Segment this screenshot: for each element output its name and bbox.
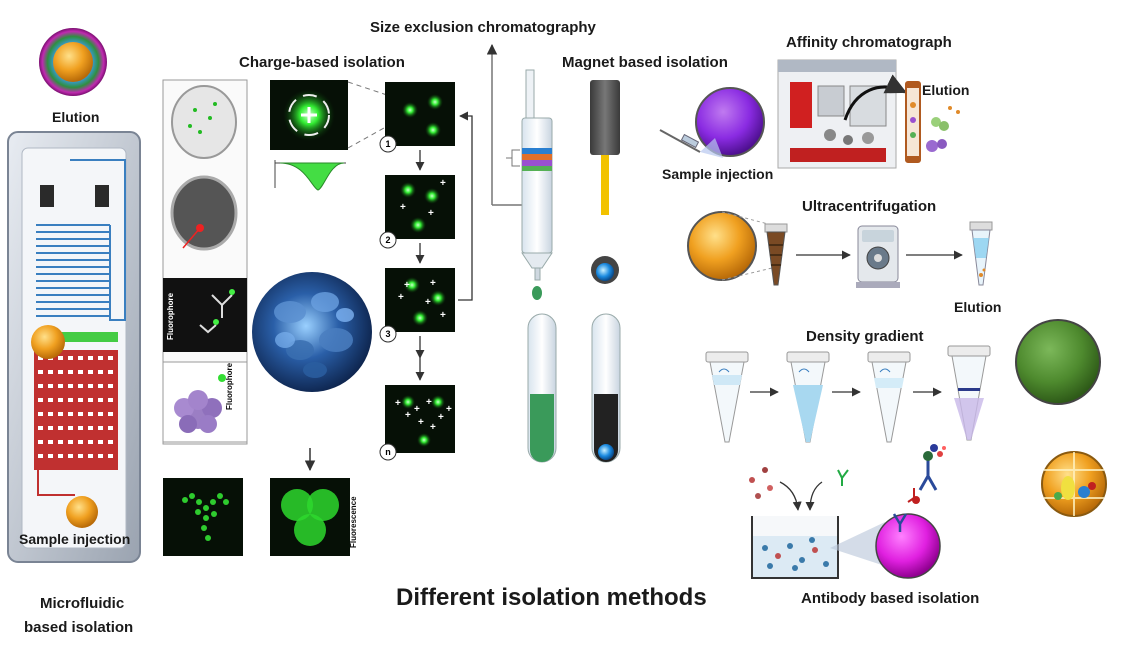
step-3-number: 3 bbox=[385, 329, 390, 339]
centrifuge-icon bbox=[856, 225, 900, 288]
svg-text:+: + bbox=[398, 292, 404, 303]
microfluidic-green-channel bbox=[60, 332, 118, 342]
antibody-beaker bbox=[751, 516, 839, 579]
svg-text:+: + bbox=[430, 278, 436, 289]
page-title: Different isolation methods bbox=[396, 584, 707, 611]
antibody-beads-falling bbox=[749, 467, 849, 511]
density-gradient-label: Density gradient bbox=[806, 328, 924, 345]
elution-label-affinity: Elution bbox=[922, 82, 970, 98]
affinity-label: Affinity chromatograph bbox=[786, 34, 952, 51]
charge-step-3: +++++ 3 bbox=[379, 268, 455, 343]
svg-text:+: + bbox=[425, 297, 431, 308]
exosome-dish-2 bbox=[170, 175, 238, 251]
green-vesicle bbox=[1015, 319, 1101, 405]
fluorescence-tri-panel-1 bbox=[163, 478, 243, 556]
magnet-based-label: Magnet based isolation bbox=[562, 54, 728, 71]
protein-fluorophore-panel: Fluorophore bbox=[162, 361, 248, 443]
affinity-eluted-molecules bbox=[926, 88, 968, 178]
density-tube-4 bbox=[947, 345, 991, 441]
ultra-result-tube bbox=[969, 221, 993, 286]
injection-beam bbox=[700, 138, 723, 158]
based-isolation-label: based isolation bbox=[24, 619, 134, 636]
purple-vesicle bbox=[695, 87, 765, 157]
sample-tube-brown bbox=[764, 223, 788, 286]
syringe-icon bbox=[659, 129, 701, 153]
microfluidic-blue-channels bbox=[36, 159, 126, 321]
affinity-arrow bbox=[843, 74, 907, 121]
svg-text:+: + bbox=[440, 310, 446, 321]
charge-step-1: 1 bbox=[379, 82, 455, 153]
step-1-number: 1 bbox=[385, 139, 390, 149]
extracellular-vesicles-sem-image bbox=[252, 272, 372, 392]
ultra-zoom-lines bbox=[721, 211, 773, 281]
sec-collection-tube bbox=[527, 313, 557, 463]
sample-injection-label-right: Sample injection bbox=[662, 166, 774, 182]
magnetic-bead bbox=[591, 256, 619, 284]
magnet-rod bbox=[590, 80, 620, 215]
charge-based-label: Charge-based isolation bbox=[239, 54, 405, 71]
density-tube-2 bbox=[786, 351, 830, 443]
exosome-dish-1 bbox=[171, 85, 237, 159]
microfluidic-red-outlet bbox=[37, 470, 75, 496]
fluorescence-label: Fluorescence bbox=[349, 496, 358, 548]
orange-cell-cluster bbox=[1041, 451, 1107, 517]
fluorophore-antibody-panel: Fluorophore bbox=[163, 278, 247, 352]
svg-text:+: + bbox=[426, 397, 432, 408]
affinity-column bbox=[905, 81, 921, 163]
charge-step-n: ++++++++ n bbox=[379, 385, 455, 461]
svg-text:+: + bbox=[446, 404, 452, 415]
sec-column bbox=[506, 69, 553, 300]
svg-text:+: + bbox=[438, 412, 444, 423]
charged-vesicle-zoom bbox=[270, 80, 348, 150]
fluorophore-label: Fluorophore bbox=[166, 292, 175, 340]
svg-text:+: + bbox=[405, 410, 411, 421]
orange-vesicle bbox=[687, 211, 757, 281]
svg-text:+: + bbox=[418, 417, 424, 428]
sample-injection-label-left: Sample injection bbox=[19, 531, 131, 547]
chip-vesicle-bottom bbox=[66, 496, 98, 528]
charge-peak-graph bbox=[274, 160, 346, 191]
antibody-zoom-beam bbox=[830, 522, 885, 566]
density-tube-1 bbox=[705, 351, 749, 443]
svg-text:+: + bbox=[414, 404, 420, 415]
microfluidic-label: Microfluidic bbox=[40, 595, 125, 612]
step-2-number: 2 bbox=[385, 235, 390, 245]
chip-vesicle-middle bbox=[31, 325, 65, 359]
affinity-instrument bbox=[777, 59, 897, 169]
elution-label-density: Elution bbox=[954, 299, 1002, 315]
microfluidic-chip bbox=[7, 131, 141, 563]
microfluidic-red-array bbox=[34, 350, 118, 470]
svg-text:+: + bbox=[404, 280, 410, 291]
ultracentrifugation-label: Ultracentrifugation bbox=[802, 198, 937, 215]
antibody-based-label: Antibody based isolation bbox=[801, 590, 980, 607]
magnet-collection-tube bbox=[591, 313, 621, 463]
elution-label-left: Elution bbox=[52, 109, 100, 125]
size-exclusion-label: Size exclusion chromatography bbox=[370, 19, 596, 36]
elution-vesicle-top-left bbox=[39, 28, 107, 96]
magenta-vesicle bbox=[875, 513, 941, 579]
svg-text:+: + bbox=[440, 178, 446, 189]
svg-text:+: + bbox=[428, 208, 434, 219]
charge-step-arrows bbox=[415, 111, 473, 381]
svg-text:+: + bbox=[430, 422, 436, 433]
bound-antibody-icon bbox=[892, 444, 946, 532]
fluorescence-tri-panel-2: Fluorescence bbox=[270, 478, 358, 556]
fluorophore-label-2: Fluorophore bbox=[225, 362, 234, 410]
svg-text:+: + bbox=[395, 398, 401, 409]
svg-text:+: + bbox=[400, 202, 406, 213]
step-n-number: n bbox=[385, 447, 391, 457]
charge-step-2: + + + 2 bbox=[379, 175, 455, 249]
density-tube-3 bbox=[867, 351, 911, 443]
